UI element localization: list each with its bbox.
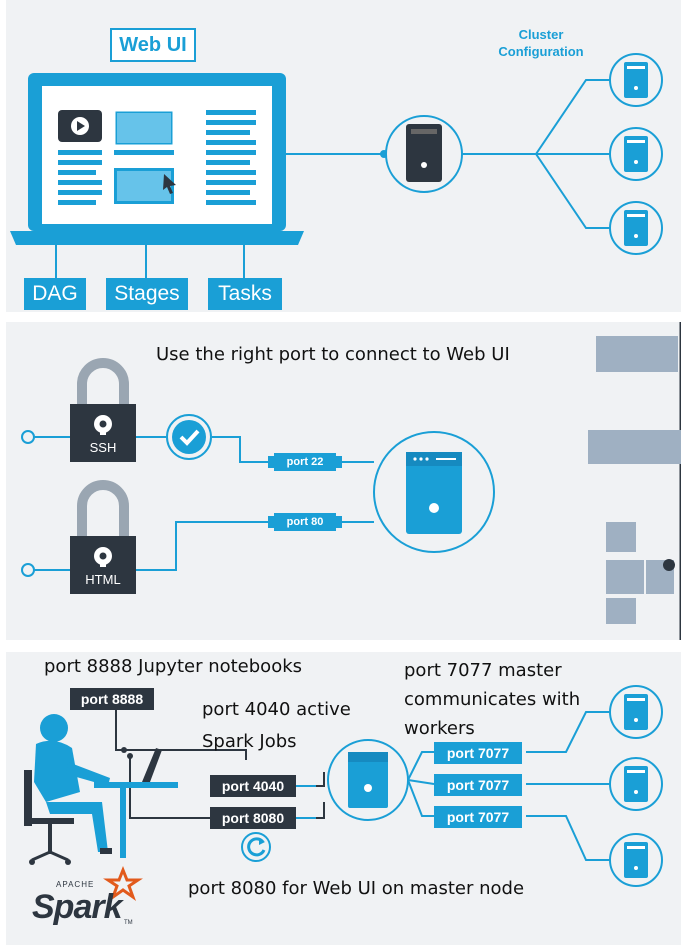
spark-worker-node <box>609 757 663 811</box>
note-jupyter: port 8888 Jupyter notebooks <box>44 656 303 677</box>
cursor-icon <box>163 174 176 194</box>
port-8080-box: port 8080 <box>210 807 296 829</box>
note-active: port 4040 active Spark Jobs <box>202 699 351 752</box>
note-webui: port 8080 for Web UI on master node <box>188 878 525 899</box>
worker-node <box>609 53 663 107</box>
spark-star-icon <box>103 865 143 901</box>
port-80-box: port 80 <box>274 513 336 531</box>
ports-panel: Use the right port to connect to Web UI … <box>6 322 681 640</box>
cluster-label: Cluster Configuration <box>498 27 584 59</box>
spark-logo: APACHE Spark TM <box>28 874 148 934</box>
developer-icon <box>34 714 112 854</box>
worker-node <box>609 201 663 255</box>
tab-stages[interactable]: Stages <box>106 278 188 310</box>
refresh-icon <box>241 832 271 862</box>
web-ui-panel: Web UI Cluster Configuration DAG Stages … <box>6 0 681 312</box>
ports-diagram <box>21 322 681 640</box>
html-label: HTML <box>85 572 121 587</box>
ssh-label: SSH <box>89 440 117 455</box>
html-lock-icon <box>70 480 136 594</box>
ssh-lock-icon <box>70 358 136 462</box>
port-7077-box: port 7077 <box>434 742 522 764</box>
spark-logo-main: Spark <box>32 888 122 926</box>
server-icon <box>373 431 495 553</box>
web-ui-title: Web UI <box>110 28 196 62</box>
ports-heading: Use the right port to connect to Web UI <box>156 344 510 365</box>
desk-icon <box>94 748 178 858</box>
spark-ports-panel: port 8888 Jupyter notebooks port 7077 ma… <box>6 652 681 945</box>
port-7077-box: port 7077 <box>434 774 522 796</box>
spark-worker-node <box>609 833 663 887</box>
note-master: port 7077 master communicates with worke… <box>404 660 581 739</box>
laptop-base <box>10 231 304 245</box>
conveyor-decoration <box>596 336 678 372</box>
port-8888-box: port 8888 <box>70 688 154 710</box>
spark-master-node <box>327 739 409 821</box>
spark-worker-node <box>609 685 663 739</box>
conveyor-decoration <box>588 430 681 464</box>
spark-logo-tm: TM <box>124 920 133 926</box>
spark-logo-small: APACHE <box>56 880 95 889</box>
port-22-box: port 22 <box>274 453 336 471</box>
worker-node <box>609 127 663 181</box>
chair-icon <box>24 770 74 865</box>
web-ui-diagram <box>10 53 663 278</box>
tab-dag[interactable]: DAG <box>24 278 86 310</box>
spark-ports-diagram <box>24 685 663 901</box>
tab-tasks[interactable]: Tasks <box>208 278 282 310</box>
port-7077-box: port 7077 <box>434 806 522 828</box>
port-4040-box: port 4040 <box>210 775 296 797</box>
check-icon <box>166 414 212 460</box>
